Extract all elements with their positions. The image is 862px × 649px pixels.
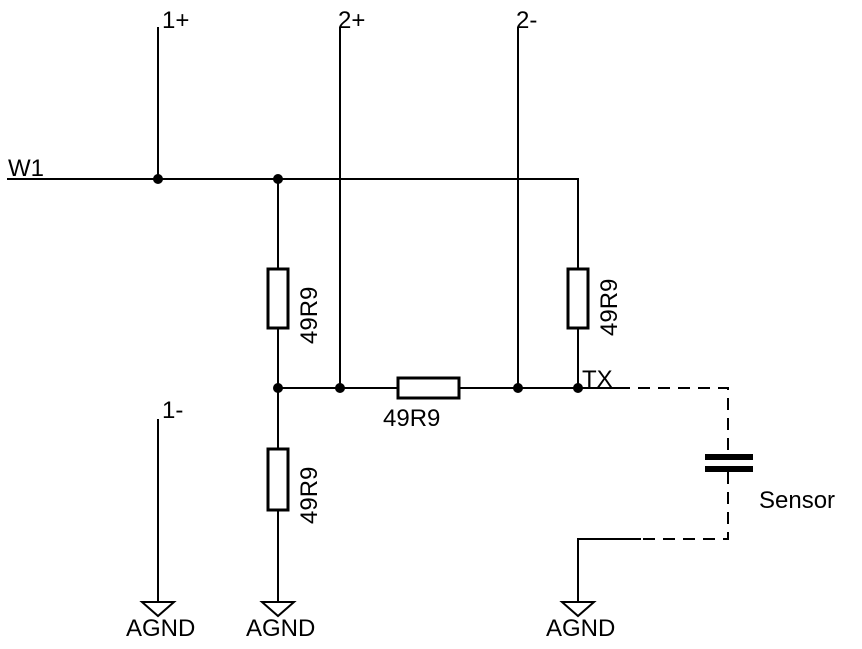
junction-dot <box>273 174 283 184</box>
junction-dot <box>335 383 345 393</box>
resistor-value-right-top: 49R9 <box>596 279 623 336</box>
net-label-tx: TX <box>582 366 613 393</box>
resistor-horizontal <box>396 376 461 400</box>
net-label-1minus: 1- <box>162 397 183 424</box>
junction-dot <box>273 383 283 393</box>
ground-label-1: AGND <box>126 615 195 642</box>
resistor-value-left-top: 49R9 <box>296 287 323 344</box>
ground-symbol-2 <box>259 601 297 618</box>
resistor-left-bottom <box>266 447 290 512</box>
ground-label-3: AGND <box>546 615 615 642</box>
ground-symbol-1 <box>139 601 177 618</box>
net-label-1plus: 1+ <box>162 7 189 34</box>
ground-symbol-3 <box>559 601 597 618</box>
junction-dot <box>513 383 523 393</box>
resistor-left-top <box>266 267 290 330</box>
sensor-capacitor-top-plate <box>705 454 753 460</box>
junction-dot <box>573 383 583 393</box>
junction-dot <box>153 174 163 184</box>
sensor-bottom-dashed-wire <box>640 472 729 540</box>
resistor-right-top <box>566 267 590 330</box>
sensor-label: Sensor <box>759 487 835 514</box>
resistor-value-horizontal: 49R9 <box>383 405 440 432</box>
ground-label-2: AGND <box>246 615 315 642</box>
net-label-2plus: 2+ <box>338 7 365 34</box>
sensor-capacitor-bottom-plate <box>705 466 753 472</box>
net-label-2minus: 2- <box>516 7 537 34</box>
net-label-w1: W1 <box>8 155 44 182</box>
resistor-value-left-bottom: 49R9 <box>296 467 323 524</box>
sensor-top-dashed-wire <box>618 387 729 458</box>
sensor-ground-wire <box>577 538 641 603</box>
